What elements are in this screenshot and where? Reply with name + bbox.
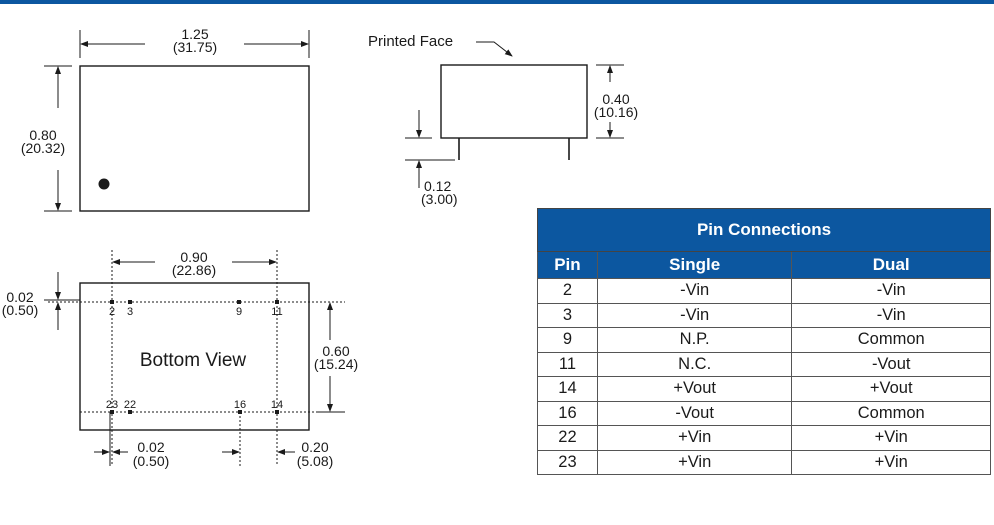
bottom-offset-label-mm: (0.50): [133, 453, 170, 469]
single-cell: -Vout: [596, 400, 793, 426]
printed-face-arrow: [476, 41, 513, 57]
pin-pad: [110, 300, 114, 304]
table-row: 3-Vin-Vin: [537, 302, 991, 328]
pin-span-label-mm: (22.86): [172, 262, 216, 278]
pin-pad: [128, 410, 132, 414]
pin-pad: [275, 410, 279, 414]
pin-number: 9: [236, 306, 242, 318]
pin-pad: [238, 410, 242, 414]
single-cell: +Vin: [596, 425, 793, 451]
single-cell: N.P.: [596, 327, 793, 353]
pin-number: 3: [127, 306, 133, 318]
pin-number: 23: [106, 399, 118, 411]
bottom-offset-label: 0.02: [137, 439, 164, 455]
pin-cell: 23: [537, 449, 598, 475]
top-width-label-mm: (31.75): [173, 39, 217, 55]
single-cell: -Vin: [596, 302, 793, 328]
pin-number: 2: [109, 306, 115, 318]
bottom-view: 2 3 9 11 23 22 16 14 Bottom View 0.90 (2…: [2, 249, 358, 469]
pin-cell: 11: [537, 351, 598, 377]
pin-cell: 9: [537, 327, 598, 353]
bottom-view-title: Bottom View: [140, 350, 247, 371]
dual-cell: Common: [791, 400, 991, 426]
column-header-pin: Pin: [537, 251, 598, 279]
single-cell: N.C.: [596, 351, 793, 377]
pin-cell: 16: [537, 400, 598, 426]
pin-pad: [275, 300, 279, 304]
column-header-dual: Dual: [791, 251, 991, 279]
pin-pad: [128, 300, 132, 304]
edge-offset-label-mm: (0.50): [2, 302, 39, 318]
pin-pitch-label-mm: (5.08): [297, 453, 334, 469]
pin-number: 14: [271, 399, 283, 411]
side-view: Printed Face 0.40 (10.16) 0.12 (3.00): [368, 33, 638, 207]
pin-cell: 14: [537, 376, 598, 402]
pin-number: 11: [271, 306, 282, 318]
pin-number: 22: [124, 399, 136, 411]
module-outline-side: [440, 64, 588, 139]
single-cell: +Vin: [596, 449, 793, 475]
dual-cell: Common: [791, 327, 991, 353]
pin-length-label-mm: (3.00): [421, 191, 458, 207]
row-spacing-label-mm: (15.24): [314, 356, 358, 372]
top-height-label-mm: (20.32): [21, 140, 65, 156]
module-outline-top: [79, 65, 310, 212]
column-header-single: Single: [596, 251, 793, 279]
dual-cell: -Vin: [791, 302, 991, 328]
top-view: 1.25 (31.75) 0.80 (20.32): [21, 26, 310, 212]
table-title: Pin Connections: [537, 208, 991, 252]
single-cell: +Vout: [596, 376, 793, 402]
side-height-label: 0.40: [602, 91, 629, 107]
side-height-label-mm: (10.16): [594, 104, 638, 120]
dual-cell: -Vout: [791, 351, 991, 377]
module-outline-bottom: [79, 282, 310, 431]
pin-cell: 3: [537, 302, 598, 328]
pin-number: 16: [234, 399, 246, 411]
dual-cell: +Vin: [791, 425, 991, 451]
table-row: 23+Vin+Vin: [537, 449, 991, 475]
pin-pitch-label: 0.20: [301, 439, 328, 455]
pin-connections-table: Pin Connections Pin Single Dual 2-Vin-Vi…: [537, 208, 991, 475]
header-accent-bar: [0, 0, 994, 4]
row-spacing-label: 0.60: [322, 343, 349, 359]
pin-cell: 22: [537, 425, 598, 451]
dual-cell: -Vin: [791, 278, 991, 304]
pin-pad: [110, 410, 114, 414]
table-row: 14+Vout+Vout: [537, 376, 991, 402]
edge-offset-label: 0.02: [6, 289, 33, 305]
table-row: 2-Vin-Vin: [537, 278, 991, 304]
pin-length-label: 0.12: [424, 178, 451, 194]
top-width-label: 1.25: [181, 26, 208, 42]
single-cell: -Vin: [596, 278, 793, 304]
pin1-marker-dot: [98, 178, 110, 190]
pin-span-label: 0.90: [180, 249, 207, 265]
top-height-label: 0.80: [29, 127, 56, 143]
dual-cell: +Vin: [791, 449, 991, 475]
printed-face-label: Printed Face: [368, 33, 453, 50]
pin-pad: [237, 300, 241, 304]
table-row: 22+Vin+Vin: [537, 425, 991, 451]
dual-cell: +Vout: [791, 376, 991, 402]
pin-cell: 2: [537, 278, 598, 304]
